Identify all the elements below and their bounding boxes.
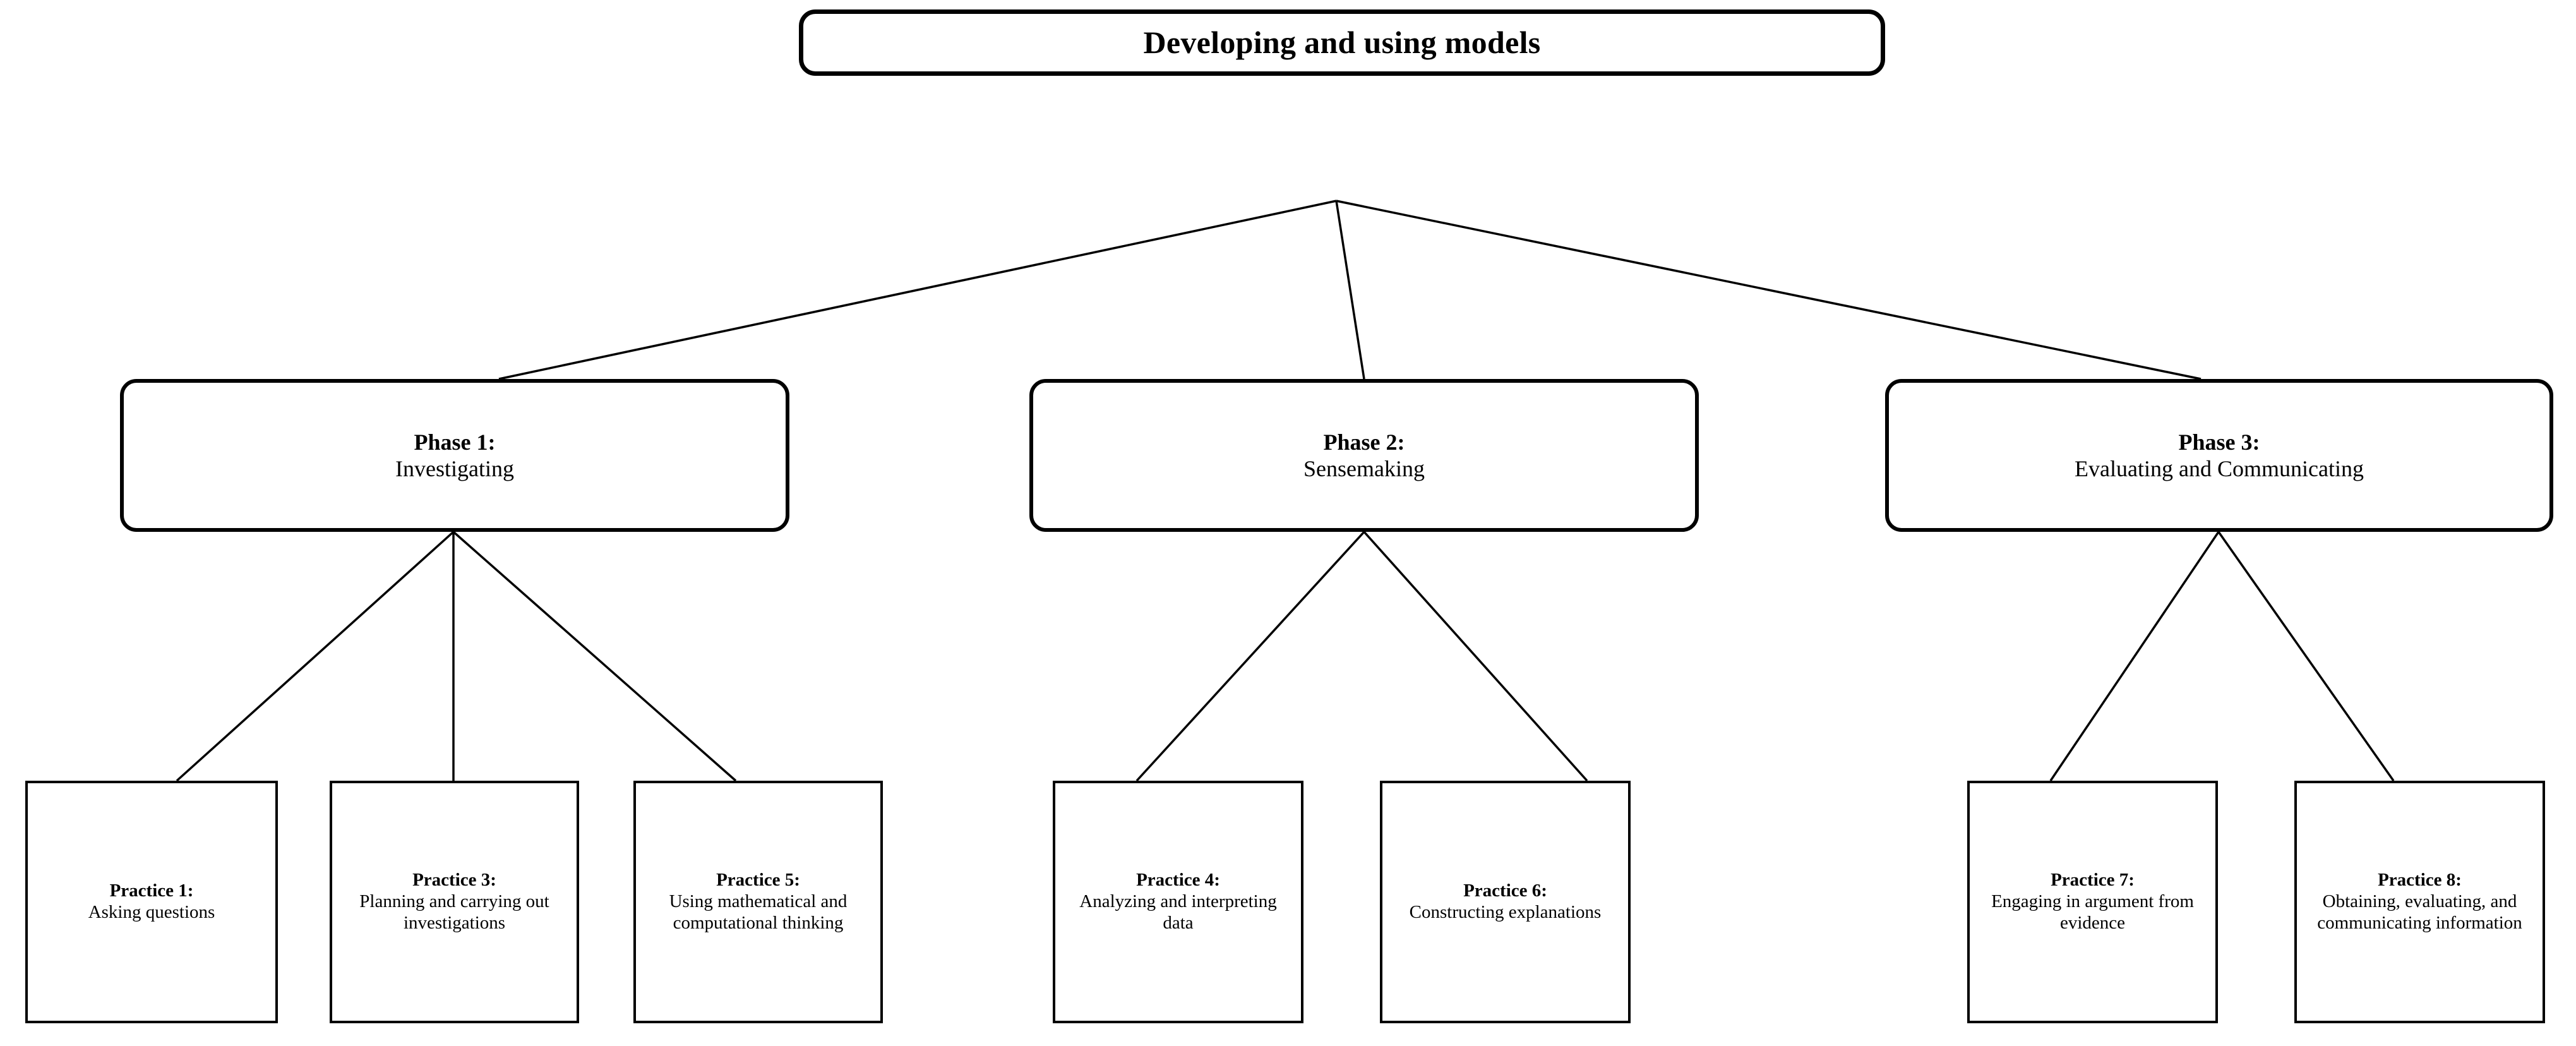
phase-node-1[interactable]: Phase 1: Investigating [120,379,789,532]
connector-phase-3-to-practice-8 [2217,531,2395,782]
practice-node-8-heading: Practice 8: [2378,870,2462,891]
practice-node-1-name: Asking questions [88,902,215,922]
phase-node-1-name: Investigating [395,456,514,481]
connector-phase-1-to-practice-5 [452,531,737,782]
phase-node-3-heading: Phase 3: [2178,429,2260,455]
practice-node-4[interactable]: Practice 4: Analyzing and interpreting d… [1053,781,1303,1023]
practice-node-3[interactable]: Practice 3: Planning and carrying out in… [330,781,579,1023]
root-node-developing-and-using-models[interactable]: Developing and using models [799,9,1885,76]
connector-phase-2-to-practice-6 [1363,531,1588,782]
connector-root-to-phase-1 [498,200,1337,380]
connector-phase-2-to-practice-4 [1135,531,1365,782]
practice-node-6[interactable]: Practice 6: Constructing explanations [1380,781,1631,1023]
practice-node-8-name: Obtaining, evaluating, and communicating… [2317,891,2522,933]
practice-node-4-name: Analyzing and interpreting data [1079,891,1277,933]
practice-node-3-heading: Practice 3: [412,870,496,891]
root-node-label: Developing and using models [1143,25,1541,61]
phase-node-3[interactable]: Phase 3: Evaluating and Communicating [1885,379,2553,532]
connector-phase-1-to-practice-1 [176,531,455,782]
practice-node-1[interactable]: Practice 1: Asking questions [25,781,278,1023]
phase-node-2[interactable]: Phase 2: Sensemaking [1029,379,1699,532]
practice-node-5-heading: Practice 5: [716,870,800,891]
phase-node-1-heading: Phase 1: [414,429,496,455]
practice-node-8[interactable]: Practice 8: Obtaining, evaluating, and c… [2294,781,2545,1023]
practice-node-5-name: Using mathematical and computational thi… [669,891,848,933]
practice-node-7[interactable]: Practice 7: Engaging in argument from ev… [1967,781,2218,1023]
connector-phase-3-to-practice-7 [2049,531,2220,781]
phase-node-3-name: Evaluating and Communicating [2075,456,2364,481]
practice-node-6-heading: Practice 6: [1463,881,1547,901]
practice-node-6-name: Constructing explanations [1409,902,1602,922]
phase-node-2-heading: Phase 2: [1323,429,1405,455]
practice-node-3-name: Planning and carrying out investigations [359,891,549,933]
practice-node-1-heading: Practice 1: [109,881,194,901]
phase-node-2-name: Sensemaking [1303,456,1425,481]
connector-root-to-phase-3 [1336,200,2202,380]
practice-node-7-heading: Practice 7: [2051,870,2135,891]
practice-node-4-heading: Practice 4: [1136,870,1220,891]
practice-node-5[interactable]: Practice 5: Using mathematical and compu… [633,781,883,1023]
connector-root-to-phase-2 [1335,200,1365,380]
practice-node-7-name: Engaging in argument from evidence [1991,891,2194,933]
